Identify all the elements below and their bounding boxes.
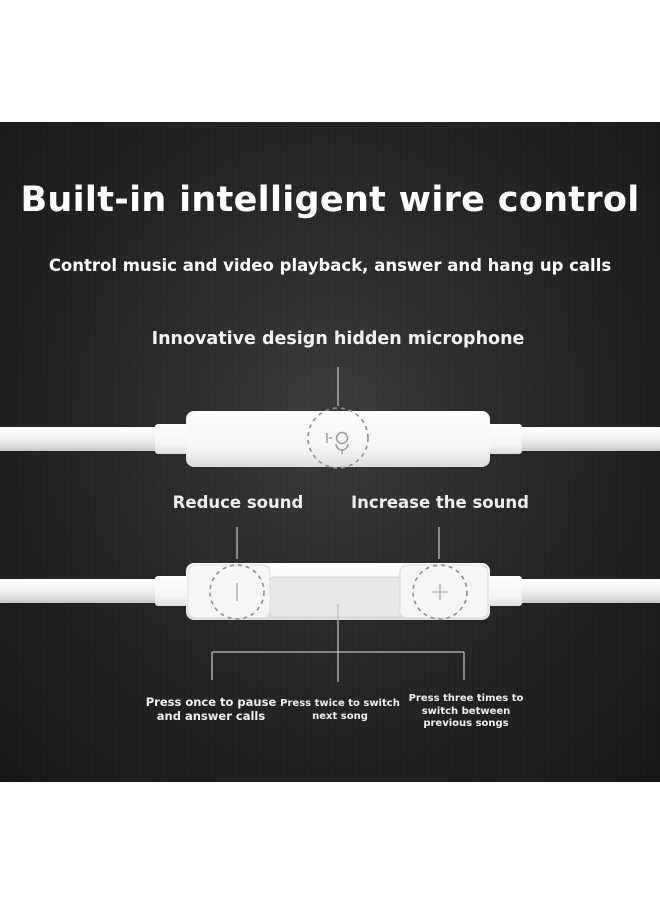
microphone-icon	[326, 431, 349, 454]
cable-collar-right-lower	[486, 576, 522, 606]
microphone-label: Innovative design hidden microphone	[151, 329, 525, 349]
cable-collar-right	[486, 424, 522, 454]
earphone-remote-illustration	[0, 367, 660, 682]
volume-remote	[0, 527, 660, 682]
increase-sound-label: Increase the sound	[351, 493, 529, 512]
function-bracket	[211, 604, 465, 682]
single-press-caption: Press once to pause and answer calls	[145, 695, 277, 723]
remote-body-upper	[186, 411, 490, 467]
increase-highlight-circle	[412, 564, 468, 620]
reduce-highlight-circle	[209, 564, 265, 620]
center-play-button[interactable]	[269, 576, 403, 618]
cable-collar-left	[155, 424, 191, 454]
microphone-remote	[0, 367, 660, 469]
microphone-highlight-circle	[307, 407, 369, 469]
plus-icon	[432, 584, 448, 600]
triple-press-caption: Press three times to switch between prev…	[408, 693, 524, 729]
reduce-sound-label: Reduce sound	[172, 493, 304, 512]
page-subtitle: Control music and video playback, answer…	[48, 256, 612, 275]
product-infographic: Built-in intelligent wire control Contro…	[0, 122, 660, 782]
cable-collar-left-lower	[155, 576, 191, 606]
page-title: Built-in intelligent wire control	[20, 180, 640, 220]
double-press-caption: Press twice to switch next song	[280, 698, 400, 722]
